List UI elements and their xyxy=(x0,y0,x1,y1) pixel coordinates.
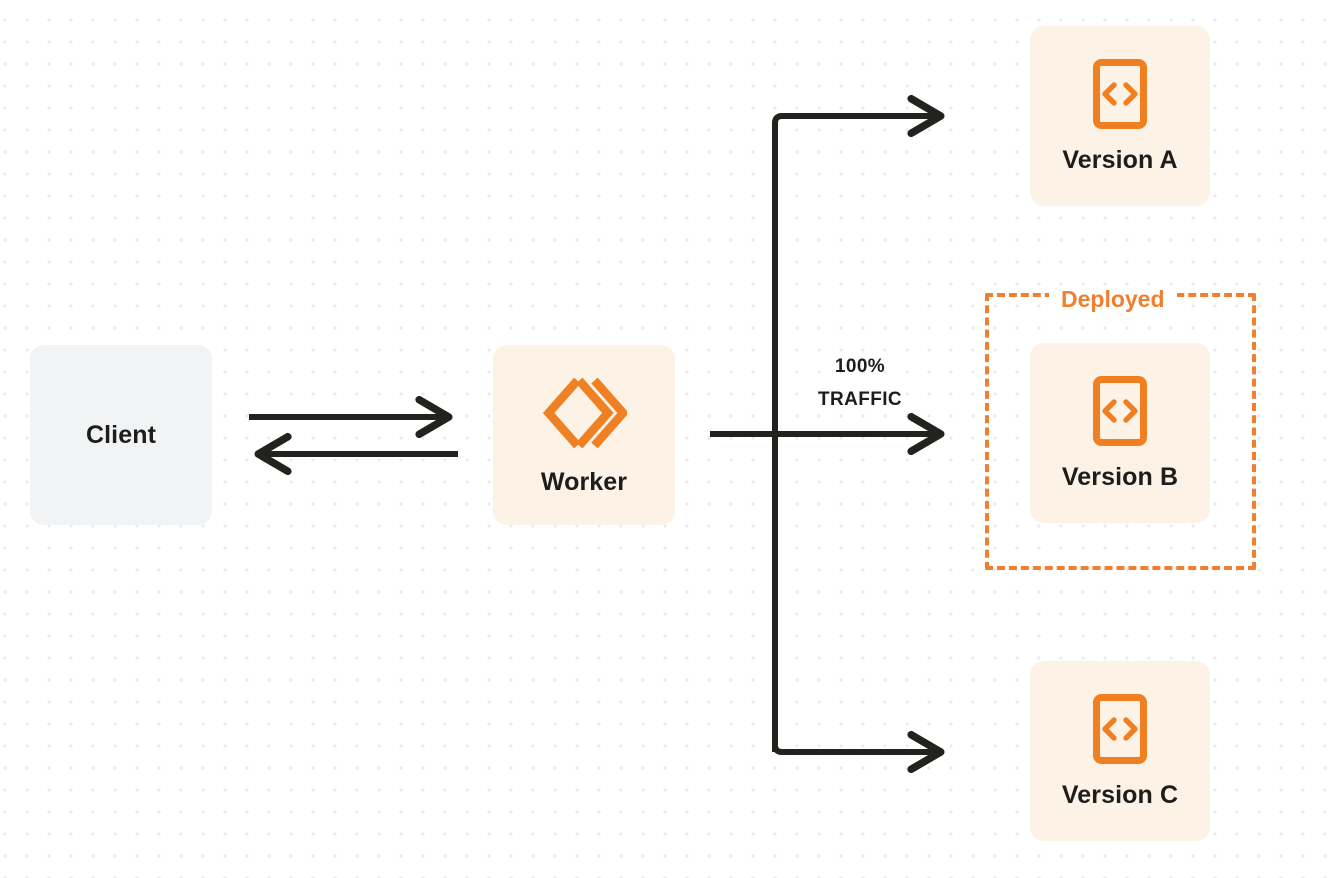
code-file-icon xyxy=(1092,693,1148,765)
node-version-c-label: Version C xyxy=(1061,780,1179,809)
node-version-b[interactable]: Version B xyxy=(1030,343,1210,523)
deployed-group-label: Deployed xyxy=(1049,286,1177,312)
code-file-icon xyxy=(1092,58,1148,130)
node-version-b-label: Version B xyxy=(1061,462,1179,491)
traffic-percent: 100% xyxy=(834,356,886,377)
node-client-label: Client xyxy=(85,420,157,449)
node-version-c[interactable]: Version C xyxy=(1030,661,1210,841)
cloudflare-workers-logo-icon xyxy=(541,374,627,452)
node-version-a-label: Version A xyxy=(1062,145,1178,174)
node-worker[interactable]: Worker xyxy=(493,345,675,525)
node-client[interactable]: Client xyxy=(30,345,212,525)
connector-worker-to-version-c xyxy=(772,730,945,774)
traffic-annotation: 100% TRAFFIC xyxy=(790,350,930,416)
node-worker-label: Worker xyxy=(540,467,628,496)
connector-worker-to-version-a xyxy=(772,94,945,752)
node-version-a[interactable]: Version A xyxy=(1030,26,1210,206)
code-file-icon xyxy=(1092,375,1148,447)
traffic-caption: TRAFFIC xyxy=(817,389,903,410)
